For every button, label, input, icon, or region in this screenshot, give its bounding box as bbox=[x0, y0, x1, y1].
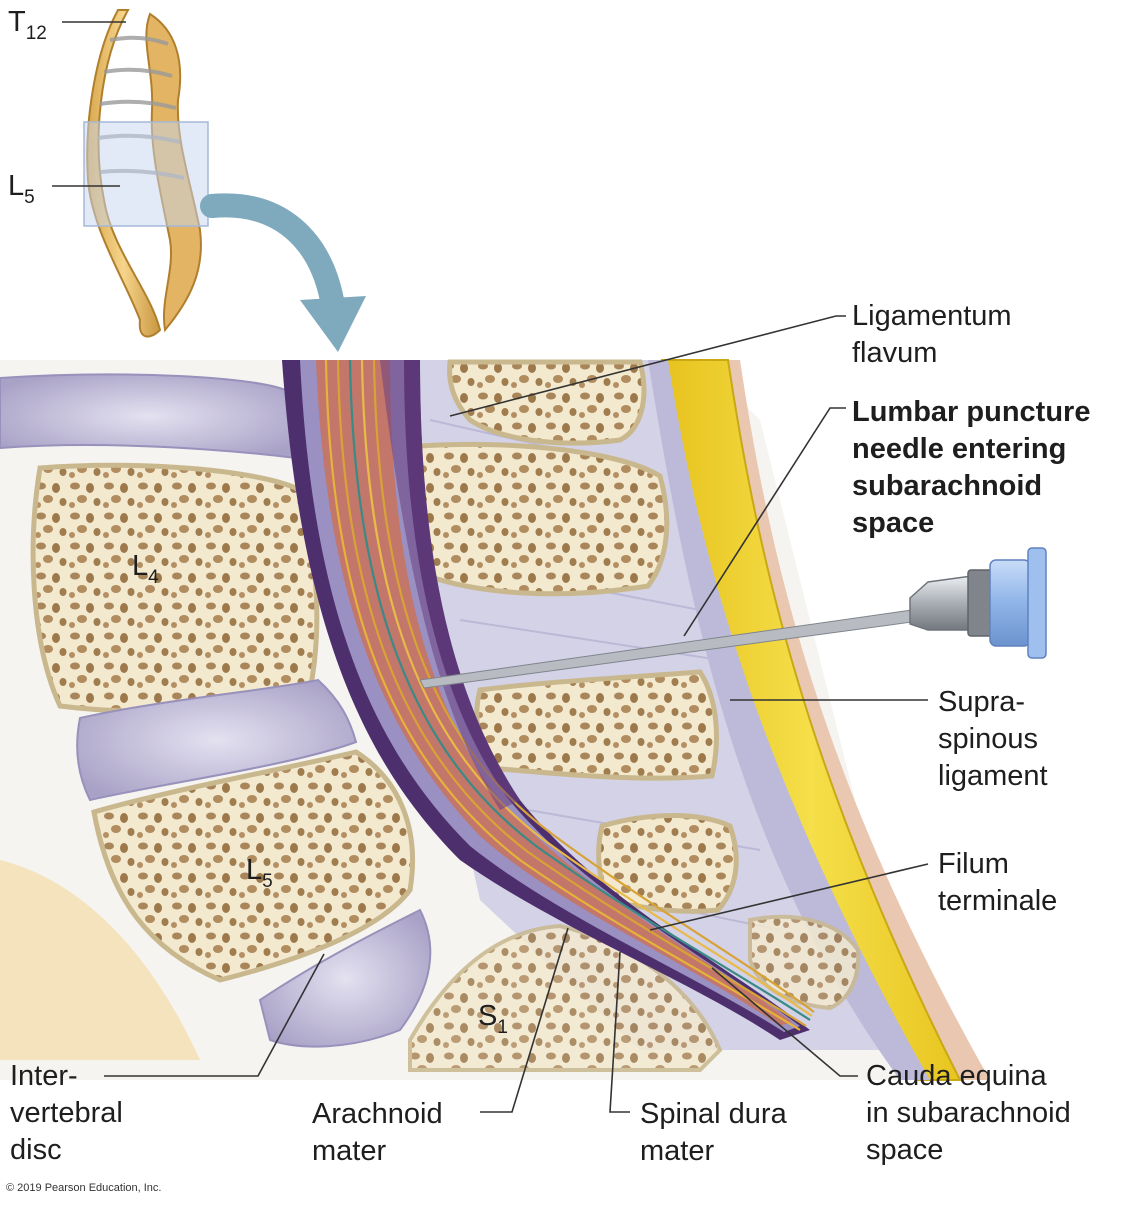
label-arachnoid-mater: Arachnoid mater bbox=[312, 1098, 443, 1167]
spine-inset bbox=[83, 9, 209, 338]
label-cauda-equina: Cauda equina in subarachnoid space bbox=[866, 1060, 1071, 1166]
magnify-arrow bbox=[200, 193, 366, 352]
leader-lines bbox=[52, 21, 929, 1113]
disc-top bbox=[0, 373, 298, 460]
label-filum-terminale: Filum terminale bbox=[938, 848, 1058, 917]
label-supraspinous-ligament: Supra- spinous ligament bbox=[938, 686, 1048, 792]
main-section bbox=[0, 359, 1047, 1081]
label-t12: T12 bbox=[8, 6, 47, 44]
label-ligamentum-flavum: Ligamentum flavum bbox=[852, 300, 1012, 369]
disc-l4-l5 bbox=[76, 678, 358, 802]
vertebra-l4 bbox=[30, 462, 320, 714]
label-spinal-dura-mater: Spinal dura mater bbox=[640, 1098, 787, 1167]
label-l5: L5 bbox=[246, 854, 273, 892]
disc-l5-s1 bbox=[258, 908, 432, 1048]
label-s1: S1 bbox=[478, 1000, 508, 1038]
label-intervertebral-disc: Inter- vertebral disc bbox=[10, 1060, 123, 1166]
copyright-notice: © 2019 Pearson Education, Inc. bbox=[6, 1182, 162, 1194]
label-lumbar-puncture-needle: Lumbar puncture needle entering subarach… bbox=[852, 396, 1091, 539]
label-l4: L4 bbox=[132, 550, 159, 588]
lumbar-puncture-needle bbox=[419, 547, 1047, 689]
label-l5-inset: L5 bbox=[8, 170, 35, 208]
vertebra-l5 bbox=[91, 749, 416, 983]
